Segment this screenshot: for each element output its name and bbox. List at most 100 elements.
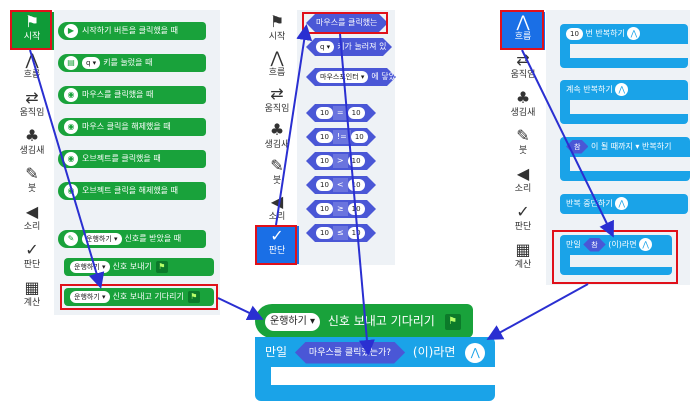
judge-dropdown[interactable]: 마우스포인터 ▾ [316,71,368,83]
start-block-1[interactable]: ▤q ▾키를 눌렀을 때 [58,54,206,72]
middle-highlight-mouse-clicked-block [302,12,388,34]
compare-left-input[interactable]: 10 [316,179,333,191]
signal-dropdown[interactable]: 운행하기 ▾ [70,260,110,273]
composite-send-wait-block[interactable]: 운행하기 ▾ 신호 보내고 기다리기 ⚑ [255,304,473,338]
category-label: 생김새 [510,108,536,118]
category-flow[interactable]: ⋀흐름 [10,50,54,88]
compare-block-2[interactable]: 10>10 [306,152,376,170]
compare-block-5[interactable]: 10≤10 [306,224,376,242]
compare-operator[interactable]: ≥ [333,202,348,216]
category-item-4[interactable]: ✎붓 [255,156,299,194]
category-calc[interactable]: ▦계산 [10,278,54,316]
if-condition[interactable]: 참 [583,238,605,252]
start-block-3[interactable]: ◉마우스 클릭을 해제했을 때 [58,118,206,136]
compare-left-input[interactable]: 10 [316,131,333,143]
category-item-3[interactable]: ✎붓 [501,126,545,164]
left-highlight-send-wait-block [60,284,218,310]
repeat-until-condition[interactable]: 참 [566,140,588,154]
start-block-5[interactable]: ◉오브젝트 클릭을 해제했을 때 [58,182,206,200]
category-icon: ⇄ [270,84,284,103]
category-icon: ⋀ [516,12,530,31]
category-item-6[interactable]: ▦계산 [501,240,545,278]
compare-block-0[interactable]: 10=10 [306,104,376,122]
compare-right-input[interactable]: 10 [348,227,365,239]
category-item-5[interactable]: ✓판단 [501,202,545,240]
stop-repeat-block[interactable]: 반복 중단하기 ⋀ [560,194,688,214]
compare-left-input[interactable]: 10 [316,155,333,167]
start-block-8[interactable]: 운행하기 ▾신호 보내고 기다리기⚑ [64,288,214,306]
start-block-6[interactable]: ✎운행하기 ▾신호를 받았을 때 [58,230,206,248]
category-icon: ⇄ [516,50,530,69]
signal-dropdown[interactable]: q ▾ [82,56,101,69]
category-judge-selected[interactable]: ✓판단 [255,226,299,264]
category-shapes[interactable]: ♣생김새 [10,126,54,164]
start-block-0[interactable]: ▶시작하기 버튼을 클릭했을 때 [58,22,206,40]
event-icon: ◉ [64,119,78,134]
compare-right-input[interactable]: 10 [348,155,365,167]
signal-dropdown[interactable]: 운행하기 ▾ [82,232,122,245]
category-item-2[interactable]: ♣생김새 [501,88,545,126]
category-item-3[interactable]: ♣생김새 [255,120,299,158]
start-block-4[interactable]: ◉오브젝트를 클릭했을 때 [58,150,206,168]
judge-dropdown[interactable]: q ▾ [316,41,334,53]
shapes-icon: ♣ [24,126,40,145]
compare-operator[interactable]: != [333,130,351,144]
compare-block-3[interactable]: 10<10 [306,176,376,194]
compare-block-4[interactable]: 10≥10 [306,200,376,218]
category-arrows[interactable]: ⇄움직임 [10,88,54,126]
repeat-forever-icon: ⋀ [615,83,629,96]
compare-left-input[interactable]: 10 [316,227,333,239]
category-item-0[interactable]: ⚑시작 [255,12,299,50]
composite-signal-dropdown[interactable]: 운행하기 ▾ [265,312,320,331]
judge-block-2[interactable]: 마우스포인터 ▾에 닿았는가? [306,68,396,86]
if-block[interactable]: 만일 참 (이)라면 ⋀ [560,235,672,255]
compare-right-input[interactable]: 10 [348,179,365,191]
composite-if-icon: ⋀ [465,342,486,363]
event-icon: ◉ [64,87,78,102]
category-item-1[interactable]: ⇄움직임 [501,50,545,88]
repeat-until-mode[interactable]: 이 될 때까지 ▾ [591,142,640,151]
repeat-count-input[interactable]: 10 [566,27,583,40]
category-label: 붓 [272,176,282,186]
category-brush[interactable]: ✎붓 [10,164,54,202]
signal-dropdown[interactable]: 운행하기 ▾ [70,290,110,303]
compare-block-1[interactable]: 10!=10 [306,128,376,146]
category-item-0[interactable]: ⋀흐름 [501,12,545,50]
composite-if-block[interactable]: 만일 마우스를 클릭했는가? (이)라면 ⋀ [255,337,495,367]
category-icon: ▦ [515,240,531,259]
category-icon: ✓ [516,202,530,221]
right-highlight-flow-category [500,10,544,50]
category-icon: ♣ [269,120,285,139]
category-label: 생김새 [19,146,45,156]
composite-condition[interactable]: 마우스를 클릭했는가? [295,342,405,364]
compare-operator[interactable]: = [333,106,348,120]
compare-right-input[interactable]: 10 [351,131,368,143]
repeat-n-label: 번 반복하기 [585,29,625,38]
compare-operator[interactable]: < [333,178,348,192]
left-highlight-start-category [10,10,52,50]
start-block-2[interactable]: ◉마우스를 클릭했을 때 [58,86,206,104]
category-label: 판단 [23,260,41,270]
category-item-1[interactable]: ⋀흐름 [255,48,299,86]
category-item-2[interactable]: ⇄움직임 [255,84,299,122]
category-icon: ♣ [515,88,531,107]
repeat-forever-block[interactable]: 계속 반복하기 ⋀ [560,80,688,100]
compare-left-input[interactable]: 10 [316,107,333,119]
repeat-forever-label: 계속 반복하기 [566,85,613,94]
compare-operator[interactable]: ≤ [333,226,348,240]
repeat-until-block[interactable]: 참 이 될 때까지 ▾ 반복하기 [560,137,690,157]
compare-left-input[interactable]: 10 [316,203,333,215]
category-item-4[interactable]: ◀소리 [501,164,545,202]
composite-if-label: 만일 [265,345,288,359]
judge-block-1[interactable]: q ▾키가 눌러져 있는가? [306,38,392,56]
category-flag[interactable]: ⚑시작 [10,12,54,50]
category-speaker[interactable]: ◀소리 [10,202,54,240]
compare-right-input[interactable]: 10 [348,107,365,119]
compare-operator[interactable]: > [333,154,348,168]
compare-right-input[interactable]: 10 [348,203,365,215]
check-icon: ✓ [25,240,39,259]
repeat-n-block[interactable]: 10 번 반복하기 ⋀ [560,24,688,44]
category-check[interactable]: ✓판단 [10,240,54,278]
start-block-7[interactable]: 운행하기 ▾신호 보내기⚑ [64,258,214,276]
block-label: 오브젝트를 클릭했을 때 [82,154,161,163]
